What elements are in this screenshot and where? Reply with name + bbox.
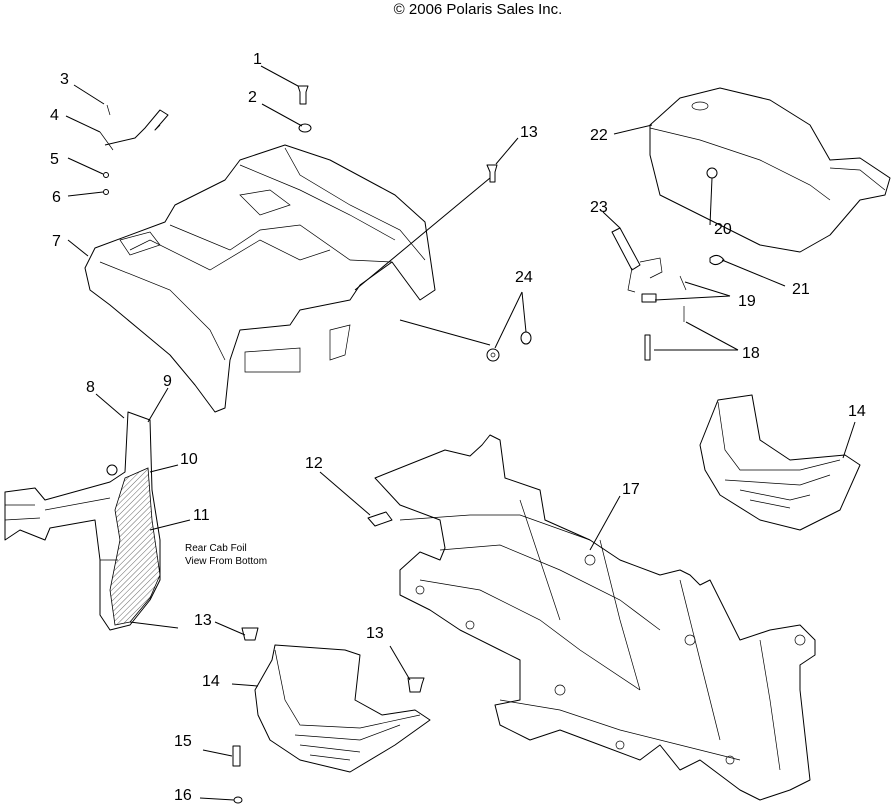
callout-17: 17	[622, 481, 640, 498]
callout-13b: 13	[194, 612, 212, 629]
callout-14b: 14	[202, 673, 220, 690]
callout-2: 2	[248, 89, 257, 106]
callout-24: 24	[515, 269, 533, 286]
callout-5: 5	[50, 151, 59, 168]
callout-16: 16	[174, 787, 192, 804]
rear-cab	[84, 144, 436, 413]
callout-14a: 14	[848, 403, 866, 420]
callout-10: 10	[180, 451, 198, 468]
callout-labels: 1 2 3 4 5 6 7 8 9 10 11 12 13 13 13 14 1…	[50, 51, 866, 804]
seat-latch-parts	[611, 167, 725, 361]
view-note-line1: Rear Cab Foil	[185, 543, 247, 554]
callout-6: 6	[52, 189, 61, 206]
footwell-right	[699, 394, 861, 531]
callout-7: 7	[52, 233, 61, 250]
callout-11: 11	[193, 507, 210, 524]
frame	[374, 434, 816, 801]
callout-12: 12	[305, 455, 323, 472]
callout-21: 21	[792, 281, 810, 298]
callout-4: 4	[50, 107, 59, 124]
callout-22: 22	[590, 127, 608, 144]
callout-20: 20	[714, 221, 732, 238]
callout-23: 23	[590, 199, 608, 216]
callout-1: 1	[253, 51, 262, 68]
cab-foil-view	[4, 411, 179, 631]
leader-lines	[65, 65, 856, 801]
small-hardware	[99, 85, 532, 804]
callout-15: 15	[174, 733, 192, 750]
callout-13a: 13	[520, 124, 538, 141]
footwell-left	[254, 644, 431, 773]
view-note-line2: View From Bottom	[185, 556, 267, 567]
seat	[649, 87, 891, 253]
callout-3: 3	[60, 71, 69, 88]
callout-9: 9	[163, 373, 172, 390]
copyright-text: © 2006 Polaris Sales Inc.	[394, 1, 563, 18]
callout-8: 8	[86, 379, 95, 396]
callout-18: 18	[742, 345, 760, 362]
callout-13c: 13	[366, 625, 384, 642]
callout-19: 19	[738, 293, 756, 310]
foil-sheet	[367, 511, 393, 527]
